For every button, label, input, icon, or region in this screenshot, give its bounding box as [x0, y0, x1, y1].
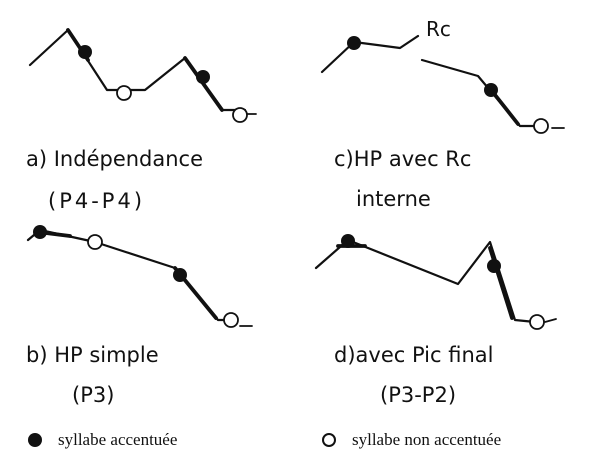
legend-unaccented: syllabe non accentuée: [322, 430, 501, 450]
contour-panel-d: [314, 234, 557, 330]
contour-line-b: [26, 228, 237, 322]
accented-syllable-dot-d1: [341, 234, 355, 248]
contour-accent-segment-a2: [183, 56, 224, 112]
accented-syllable-dot-b2: [173, 268, 187, 282]
unaccented-syllable-dot-b2: [223, 312, 239, 328]
caption-panel-a: a) Indépendance: [26, 147, 204, 171]
unaccented-syllable-dot-c: [533, 118, 549, 134]
accented-syllable-dot-a1: [78, 45, 92, 59]
unaccented-syllable-dot-a1: [116, 85, 132, 101]
contour-accent-segment-d2: [488, 246, 514, 320]
contour-panel-b: [26, 225, 253, 328]
legend-unaccented-label: syllabe non accentuée: [352, 430, 502, 449]
unaccented-syllable-dot-d: [529, 314, 545, 330]
unaccented-syllable-dot-b1: [87, 234, 103, 250]
contour-line-c2: [420, 58, 547, 128]
legend-accented-label: syllabe accentuée: [58, 430, 178, 449]
unaccented-syllable-dot-a2: [232, 107, 248, 123]
contour-panel-c: Rc: [320, 17, 565, 134]
accented-syllable-dot-c1: [347, 36, 361, 50]
legend-accented: syllabe accentuée: [28, 430, 177, 450]
contour-tail-d: [544, 318, 557, 323]
subcaption-panel-a: (P4-P4): [48, 189, 146, 213]
filled-circle-icon: [28, 433, 42, 447]
accented-syllable-dot-b1: [33, 225, 47, 239]
caption-panel-d: d)avec Pic final: [334, 343, 494, 367]
accented-syllable-dot-a2: [196, 70, 210, 84]
subcaption-panel-d: (P3-P2): [380, 383, 457, 407]
contour-panel-a: [28, 28, 257, 123]
accented-syllable-dot-c2: [484, 83, 498, 97]
caption-panel-b: b) HP simple: [26, 343, 159, 367]
accented-syllable-dot-d2: [487, 259, 501, 273]
caption-panel-c: c)HP avec Rc: [334, 147, 472, 171]
subcaption-panel-c: interne: [356, 187, 431, 211]
rc-annotation: Rc: [426, 17, 451, 41]
open-circle-icon: [322, 433, 336, 447]
contour-line-c1: [320, 34, 420, 74]
subcaption-panel-b: (P3): [72, 383, 115, 407]
